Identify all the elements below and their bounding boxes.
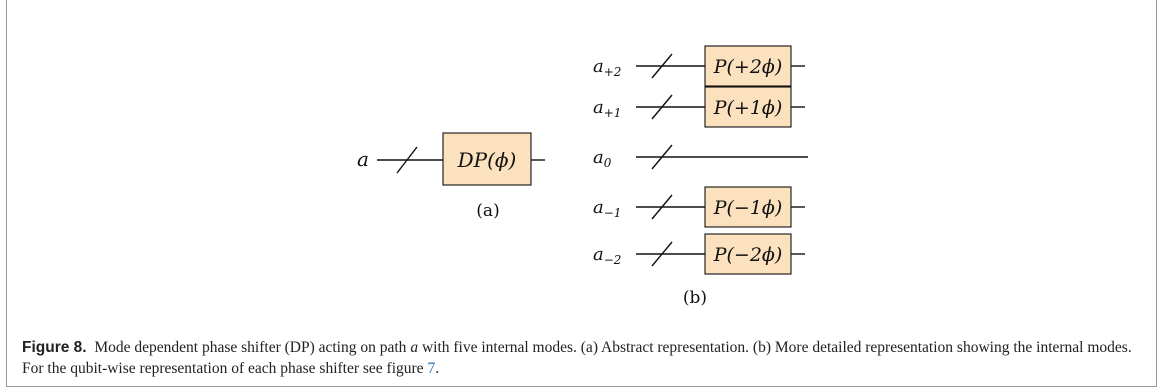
- mode-label: a−2: [593, 244, 621, 267]
- phase-gate-label: P(+2ϕ): [713, 56, 783, 78]
- mode-label-subscript: +2: [604, 65, 622, 79]
- bundle-slash-a: [396, 146, 418, 174]
- mode-row: a−2 P(−2ϕ): [593, 233, 805, 275]
- phase-gate: [704, 86, 792, 128]
- mode-row: a−1 P(−1ϕ): [593, 186, 805, 228]
- bundle-slash: [651, 53, 673, 79]
- bundle-slash: [651, 194, 673, 220]
- caption-figure-link[interactable]: 7: [427, 360, 436, 377]
- mode-label-subscript: −2: [604, 253, 622, 267]
- mode-label-subscript: +1: [604, 106, 622, 120]
- gate-dp-label: DP(ϕ): [457, 148, 517, 172]
- figure-frame: [6, 0, 1157, 387]
- phase-gate-label: P(−1ϕ): [713, 197, 783, 219]
- mode-row: a+2 P(+2ϕ): [593, 45, 805, 87]
- mode-label: a+2: [593, 56, 621, 79]
- caption-text-1: Mode dependent phase shifter (DP) acting…: [94, 339, 411, 356]
- bundle-slash: [651, 94, 673, 120]
- sublabel-a: (a): [476, 201, 499, 221]
- input-label-a: a: [357, 147, 369, 171]
- sublabel-b: (b): [683, 288, 707, 308]
- phase-gate-label: P(−2ϕ): [713, 244, 783, 266]
- mode-label: a0: [593, 147, 612, 170]
- mode-label-subscript: −1: [604, 206, 622, 220]
- bundle-slash: [651, 241, 673, 267]
- caption-text-2: with five internal modes. (a) Abstract r…: [22, 339, 1132, 377]
- bundle-slash: [651, 144, 673, 170]
- gate-dp: [442, 132, 532, 186]
- caption-label: Figure 8.: [22, 339, 87, 356]
- panel-a: a DP(ϕ) (a): [357, 132, 545, 221]
- panel-b: a+2 P(+2ϕ) a+1 P(+1ϕ) a0 a−1 P(−1ϕ) a−2 P(−2ϕ): [593, 45, 808, 275]
- figure-caption: Figure 8. Mode dependent phase shifter (…: [22, 337, 1137, 379]
- caption-path: a: [410, 339, 419, 356]
- mode-label: a+1: [593, 97, 621, 120]
- mode-label: a−1: [593, 197, 621, 220]
- mode-label-subscript: 0: [604, 156, 612, 170]
- mode-row: a+1 P(+1ϕ): [593, 86, 805, 128]
- phase-gate-label: P(+1ϕ): [713, 97, 783, 119]
- caption-end: .: [435, 360, 440, 377]
- mode-row: a0: [593, 144, 808, 170]
